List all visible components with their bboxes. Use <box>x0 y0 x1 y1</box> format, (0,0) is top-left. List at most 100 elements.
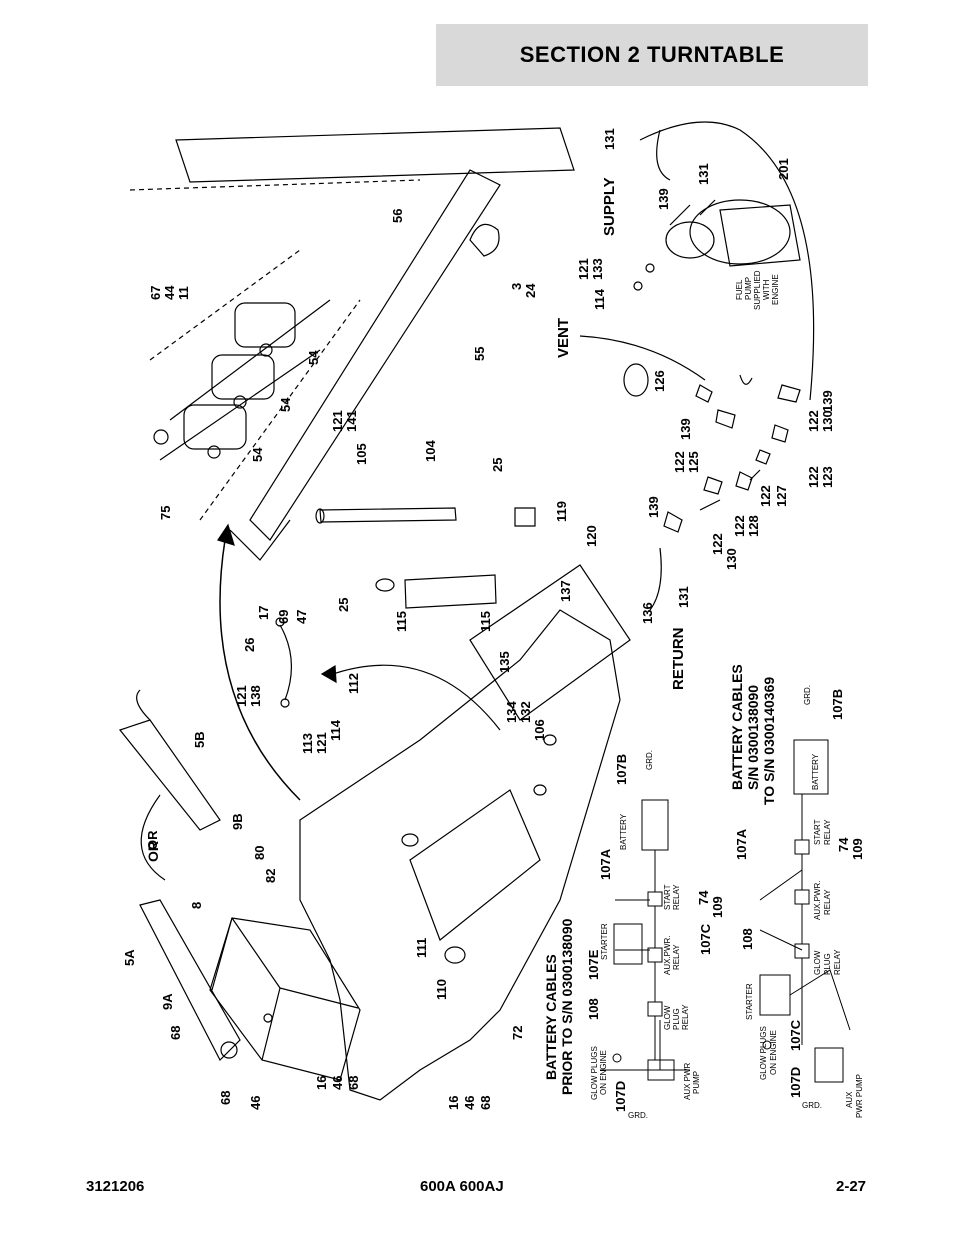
fuel-pump-line-4: WITH <box>762 279 771 300</box>
cables-a-title-1: BATTERY CABLES <box>543 954 559 1080</box>
callout-107a: 107A <box>734 828 749 860</box>
fuel-pump-201 <box>665 199 801 267</box>
relay-group <box>153 299 331 461</box>
callout-74: 74 <box>696 890 711 905</box>
cables-b-aux-pump-2: PWR PUMP <box>855 1074 864 1118</box>
callout-139: 139 <box>656 188 671 210</box>
callout-5a: 5A <box>122 949 137 966</box>
callout-201: 201 <box>776 158 791 180</box>
callout-127: 127 <box>774 485 789 507</box>
footer-page-number: 2-27 <box>836 1178 867 1195</box>
callout-68: 68 <box>346 1076 361 1090</box>
callout-107b: 107B <box>830 689 845 720</box>
callout-107d: 107D <box>788 1067 803 1098</box>
callout-106: 106 <box>532 719 547 741</box>
callout-131: 131 <box>676 586 691 608</box>
callout-80: 80 <box>252 846 267 860</box>
callout-107a: 107A <box>598 848 613 880</box>
cables-b-glow-relay-1: GLOW <box>813 950 822 975</box>
callout-125: 125 <box>686 451 701 473</box>
callout-44: 44 <box>162 285 177 300</box>
cables-a-title-2: PRIOR TO S/N 0300138090 <box>559 918 575 1095</box>
bracket-5a <box>139 899 241 1062</box>
callout-75: 75 <box>158 506 173 520</box>
callout-8: 8 <box>189 902 204 909</box>
callout-122: 122 <box>806 410 821 432</box>
turntable-plate <box>299 609 621 1101</box>
cables-a-aux-relay-2: RELAY <box>672 944 681 970</box>
callout-126: 126 <box>652 370 667 392</box>
cables-b-aux-relay-2: RELAY <box>823 889 832 915</box>
cables-a-start-relay-1: START <box>663 884 672 910</box>
cables-b-battery: BATTERY <box>811 753 820 790</box>
cables-b-grd-bottom: GRD. <box>802 1101 822 1110</box>
frame-beam-56 <box>175 127 575 183</box>
callout-120: 120 <box>584 525 599 547</box>
or-label: OR <box>145 841 161 862</box>
callout-114: 114 <box>328 719 343 741</box>
supply-hose-131 <box>639 121 815 401</box>
frame-beam-55 <box>249 169 501 541</box>
callout-132: 132 <box>518 701 533 723</box>
callout-121: 121 <box>234 685 249 707</box>
callout-115: 115 <box>478 611 493 632</box>
callout-3: 3 <box>509 283 524 290</box>
fuel-pump-line-1: FUEL <box>735 279 744 300</box>
callout-122: 122 <box>672 451 687 473</box>
callout-107b: 107B <box>614 754 629 785</box>
cables-b-start-relay-2: RELAY <box>823 819 832 845</box>
callout-68: 68 <box>168 1026 183 1040</box>
fuel-pump-line-3: SUPPLIED <box>753 270 762 310</box>
cables-b-aux-pump-1: AUX <box>845 1091 854 1108</box>
cables-a-battery: BATTERY <box>619 813 628 850</box>
battery-cables-b <box>759 739 851 1083</box>
cables-b-title-2: S/N 0300138090 <box>745 685 761 790</box>
return-label: RETURN <box>670 628 687 691</box>
callout-122: 122 <box>732 515 747 537</box>
callout-108: 108 <box>740 928 755 950</box>
cables-b-glow-plugs-1: GLOW PLUGS <box>759 1026 768 1080</box>
callout-113: 113 <box>300 733 315 754</box>
cables-a-aux-pump-1: AUX PWR <box>683 1062 692 1100</box>
callout-115: 115 <box>394 611 409 632</box>
section-header: SECTION 2 TURNTABLE <box>436 24 868 86</box>
callout-24: 24 <box>523 283 538 298</box>
callout-122: 122 <box>758 485 773 507</box>
callout-25: 25 <box>490 458 505 472</box>
cables-b-starter: STARTER <box>745 983 754 1020</box>
callout-114: 114 <box>592 288 607 310</box>
footer-doc-number: 3121206 <box>86 1178 145 1195</box>
cables-b-aux-relay-1: AUX.PWR. <box>813 880 822 920</box>
callout-55: 55 <box>472 347 487 361</box>
callout-104: 104 <box>423 440 438 462</box>
cables-a-starter: STARTER <box>600 923 609 960</box>
tube-104 <box>319 507 457 523</box>
callout-108: 108 <box>586 998 601 1020</box>
callout-109: 109 <box>850 838 865 860</box>
callout-119: 119 <box>554 501 569 522</box>
callout-54: 54 <box>250 447 265 462</box>
callout-135: 135 <box>497 651 512 673</box>
callout-107c: 107C <box>788 1019 803 1051</box>
callout-130: 130 <box>820 410 835 432</box>
callout-107d: 107D <box>613 1081 628 1112</box>
callout-46: 46 <box>330 1076 345 1090</box>
cables-b-grd-top: GRD. <box>803 685 812 705</box>
callout-16: 16 <box>446 1096 461 1110</box>
callout-121: 121 <box>330 410 345 432</box>
battery-box <box>209 917 361 1081</box>
battery-cables-a <box>600 799 690 1081</box>
cables-a-glow-relay-2: PLUG <box>672 1008 681 1030</box>
callout-112: 112 <box>346 673 361 694</box>
cables-a-glow-plugs-1: GLOW PLUGS <box>590 1046 599 1100</box>
callout-54: 54 <box>306 350 321 365</box>
vent-hose-126 <box>579 335 706 381</box>
callout-67: 67 <box>148 286 163 300</box>
callout-46: 46 <box>462 1096 477 1110</box>
callout-137: 137 <box>558 580 573 602</box>
supply-label: SUPPLY <box>601 177 618 236</box>
tube-115 <box>404 574 497 609</box>
callout-128: 128 <box>746 515 761 537</box>
callout-131: 131 <box>602 128 617 150</box>
callout-134: 134 <box>504 701 519 723</box>
